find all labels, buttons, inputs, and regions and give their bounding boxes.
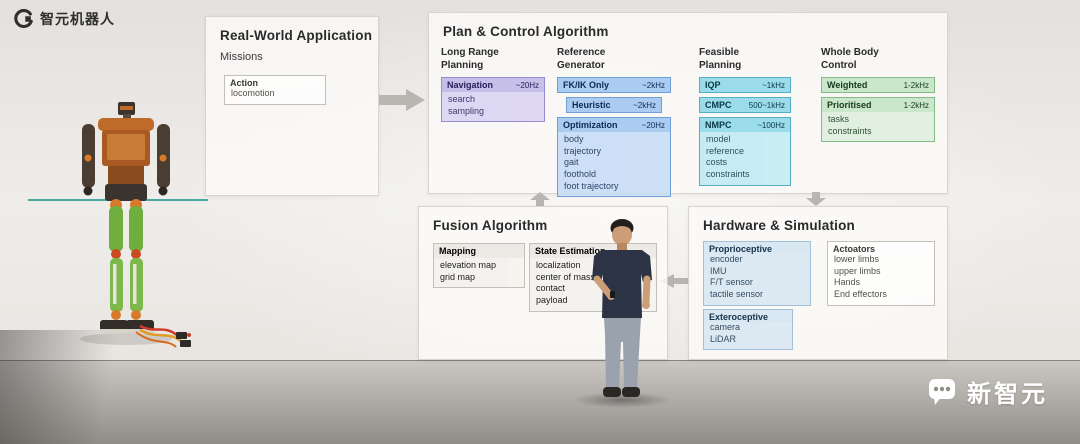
block-item: body [564,134,584,144]
column-reference-generator: Reference Generator FK/IK Only ~2kHz Heu… [557,47,671,201]
column-long-range-planning: Long Range Planning Navigation ~20Hz sea… [441,47,545,126]
nmpc-block: NMPC ~100Hz model reference costs constr… [699,117,791,186]
block-item: tactile sensor [710,289,764,300]
iqp-block: IQP ~1kHz [699,77,791,93]
block-item: grid map [440,271,476,282]
panel-plan-control-algorithm: Plan & Control Algorithm Long Range Plan… [428,12,948,198]
watermark-text: 新智元 [967,381,1048,408]
exteroceptive-block: Exteroceptive camera LiDAR [703,309,793,351]
proprioceptive-block: Proprioceptive encoder IMU F/T sensor ta… [703,241,811,306]
block-item: constraints [706,169,750,180]
arrow-plan-to-hardware [806,192,826,206]
block-rate: 1-2kHz [903,101,929,110]
block-rate: ~2kHz [642,81,665,90]
block-item: foothold [564,169,597,180]
block-item: constraints [828,125,872,136]
block-label: Exteroceptive [709,312,769,322]
block-label: IQP [705,80,721,90]
block-rate: ~100Hz [757,121,785,130]
block-rate: ~1kHz [762,81,785,90]
panel-hardware-simulation: Hardware & Simulation Proprioceptive enc… [688,206,948,360]
optimization-block: Optimization ~20Hz body trajectory gait … [557,117,671,198]
block-item: contact [536,283,566,294]
block-item: Hands [834,277,861,288]
block-item: foot trajectory [564,180,619,191]
block-label: Prioritised [827,100,872,110]
column-heading: Whole Body Control [821,47,879,71]
block-item: camera [710,322,741,332]
weighted-block: Weighted 1-2kHz [821,77,935,93]
arrow-fusion-to-plan [530,192,550,206]
block-item: gait [564,157,579,168]
actuators-block: Actoators lower limbs upper limbs Hands … [827,241,935,306]
block-item: F/T sensor [710,277,753,288]
block-item: sampling [448,105,485,116]
block-rate: ~20Hz [515,81,539,90]
block-label: NMPC [705,120,732,130]
brand-logo: 智元机器人 [12,8,115,30]
arrow-application-to-plan [379,89,425,111]
column-feasible-planning: Feasible Planning IQP ~1kHz CMPC 500~1kH… [699,47,791,190]
action-block-label: Action [230,78,258,88]
block-item: lower limbs [834,254,880,264]
block-label: State Estimation [535,246,606,256]
block-item: reference [706,145,745,156]
block-label: Heuristic [572,100,611,110]
block-item: payload [536,295,568,306]
block-item: encoder [710,254,743,264]
panel-title: Real-World Application [220,28,373,43]
action-block: Action locomotion [224,75,326,105]
mapping-block: Mapping elevation map grid map [433,243,525,289]
presenter-shadow [572,392,672,408]
block-item: trajectory [564,145,602,156]
column-heading: Feasible Planning [699,47,742,71]
presenter-person [592,219,652,397]
block-item: elevation map [440,260,497,270]
cmpc-block: CMPC 500~1kHz [699,97,791,113]
column-whole-body-control: Whole Body Control Weighted 1-2kHz Prior… [821,47,935,146]
chat-bubble-icon [929,378,955,405]
column-heading: Reference Generator [557,47,606,71]
block-label: Optimization [563,120,618,130]
stage-floor [0,360,1080,444]
brand-logo-text: 智元机器人 [40,11,115,27]
block-label: Actoators [833,244,876,254]
block-item: localization [536,260,581,270]
block-item: upper limbs [834,265,881,276]
block-rate: ~2kHz [633,101,656,110]
action-item: locomotion [231,88,275,98]
block-item: LiDAR [710,333,737,344]
block-item: center of mass [536,271,596,282]
block-rate: 500~1kHz [748,101,785,110]
fkik-block: FK/IK Only ~2kHz [557,77,671,93]
block-item: End effectors [834,289,887,300]
block-label: Navigation [447,80,494,90]
block-rate: 1-2kHz [903,81,929,90]
agibot-logo-icon [14,9,33,28]
column-heading: Long Range Planning [441,47,499,71]
robot-simulation-image [28,102,208,348]
block-label: Proprioceptive [709,244,773,254]
navigation-block: Navigation ~20Hz search sampling [441,77,545,123]
block-item: tasks [828,114,850,124]
watermark: 新智元 [928,374,1048,409]
panel-title: Hardware & Simulation [703,218,855,233]
block-rate: ~20Hz [641,121,665,130]
block-item: IMU [710,265,727,276]
block-item: costs [706,157,728,168]
block-item: model [706,134,731,144]
block-label: CMPC [705,100,732,110]
panel-title: Fusion Algorithm [433,218,548,233]
heuristic-block: Heuristic ~2kHz [566,97,662,113]
prioritised-block: Prioritised 1-2kHz tasks constraints [821,97,935,143]
block-item: search [448,94,476,104]
block-label: FK/IK Only [563,80,610,90]
missions-label: Missions [220,51,263,63]
panel-real-world-application: Real-World Application Missions Action l… [205,16,379,196]
panel-title: Plan & Control Algorithm [443,24,609,39]
block-label: Mapping [439,246,476,256]
block-label: Weighted [827,80,868,90]
